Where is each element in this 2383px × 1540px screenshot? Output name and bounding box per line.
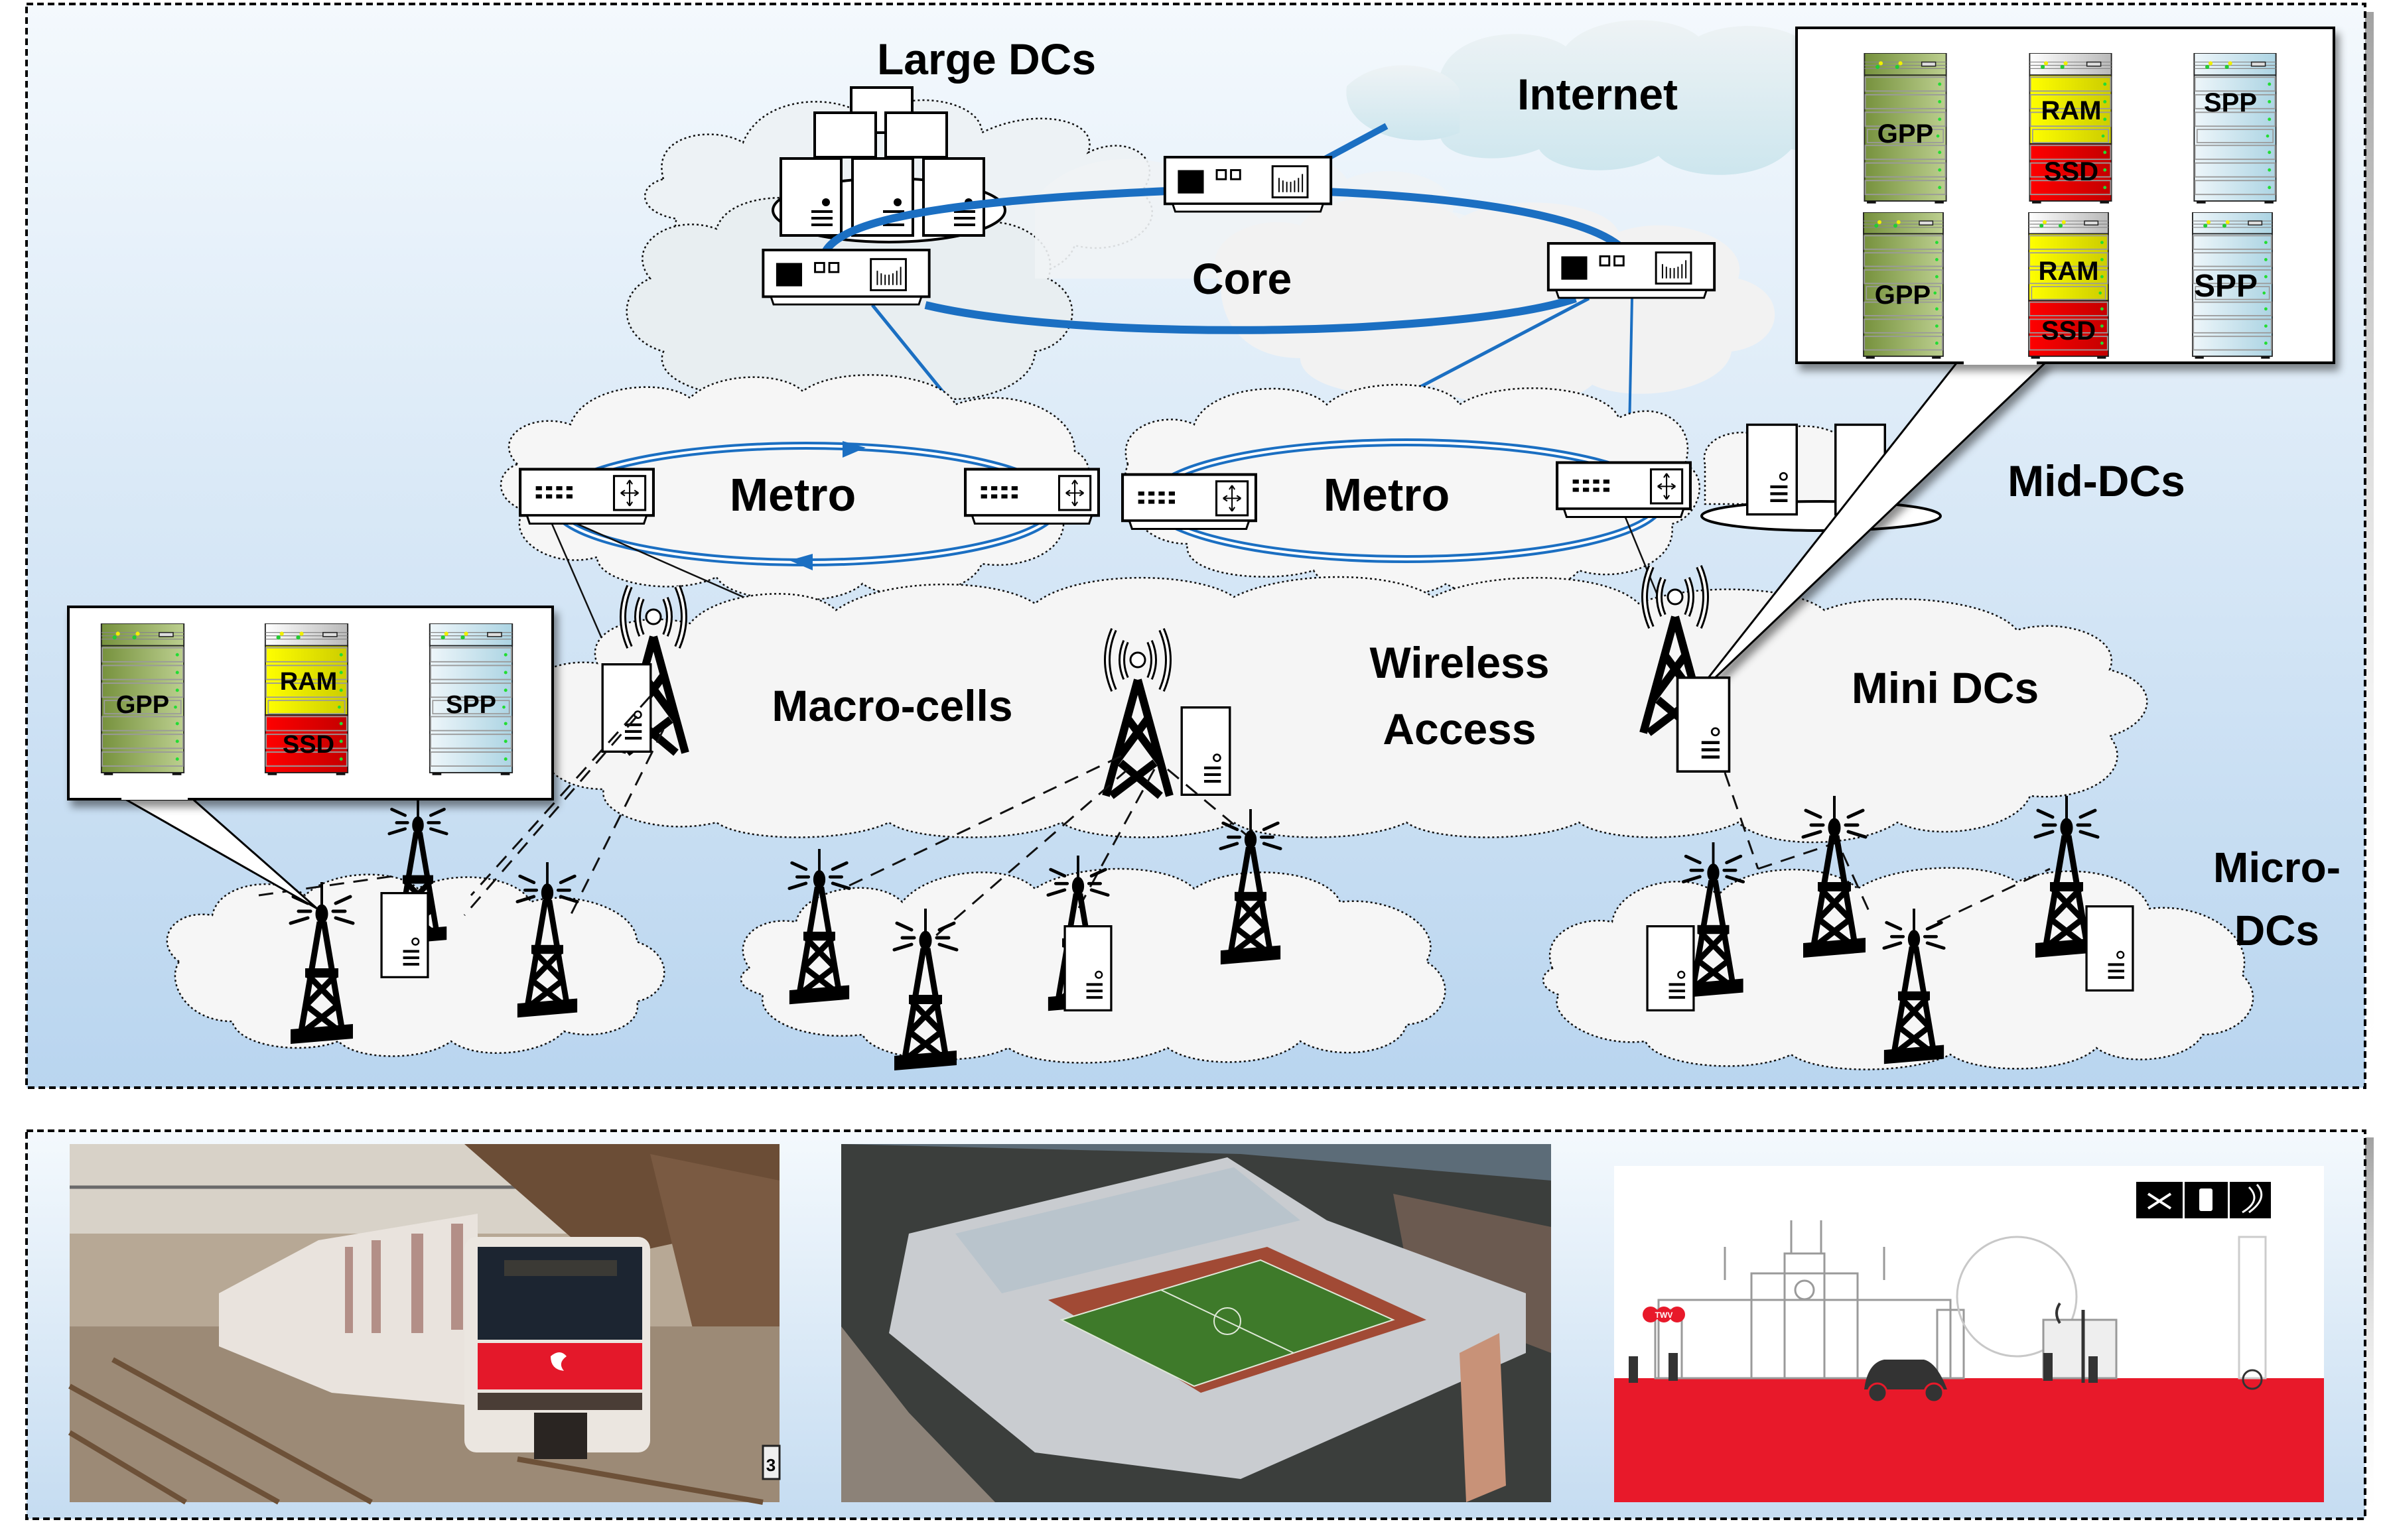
access-label: Access bbox=[1383, 704, 1536, 753]
large-dcs-label: Large DCs bbox=[877, 34, 1096, 84]
legend-rack-ram-ssd: RAM SSD bbox=[265, 623, 348, 775]
micro-dc-server bbox=[381, 893, 428, 978]
core-router bbox=[762, 249, 931, 306]
rack-label-ram: RAM bbox=[280, 668, 338, 696]
mid-dc-resource-legend: GPP RAM SSD SPP GPP RAM SSD SPP bbox=[1795, 27, 2335, 365]
large-dc-cluster bbox=[772, 86, 1006, 243]
metro-router bbox=[965, 469, 1099, 523]
legend-rack-gpp: GPP bbox=[102, 623, 184, 775]
legend-rack-spp: SPP bbox=[430, 623, 512, 775]
mini-dc-server bbox=[1678, 678, 1730, 771]
rack-label-gpp: GPP bbox=[1875, 281, 1931, 310]
rack-label-spp: SPP bbox=[446, 691, 496, 719]
legend-rack-spp: SPP bbox=[2193, 212, 2272, 359]
rack-label-spp: SPP bbox=[2194, 269, 2258, 304]
train-photo: 3 bbox=[68, 1144, 781, 1505]
large-dc-server-icon bbox=[780, 157, 843, 237]
stadium-photo bbox=[841, 1144, 1551, 1502]
legend-rack-gpp: GPP bbox=[1864, 212, 1943, 359]
macro-cell-server bbox=[602, 665, 651, 752]
core-router bbox=[1163, 156, 1333, 214]
smart-city-icons bbox=[2136, 1182, 2271, 1218]
internet-cloud bbox=[1346, 20, 1866, 175]
smart-city-pedestrians bbox=[1629, 1353, 2263, 1390]
mini-dc-resource-legend: GPP RAM SSD SPP bbox=[67, 606, 554, 910]
large-dc-server-icon bbox=[922, 157, 985, 237]
smart-city-car bbox=[1864, 1360, 1947, 1403]
micro-dcs-label-line2: DCs bbox=[2234, 907, 2319, 954]
smart-city-logo-badge: TWV bbox=[1643, 1307, 1685, 1322]
rack-label-gpp: GPP bbox=[1877, 119, 1933, 149]
rack-label-spp: SPP bbox=[2204, 88, 2257, 117]
twv-logo-text: TWV bbox=[1655, 1311, 1673, 1320]
macro-cell-server bbox=[1182, 708, 1230, 795]
ring-direction-arrow bbox=[789, 554, 813, 570]
internet-label: Internet bbox=[1517, 70, 1678, 119]
metro-router bbox=[520, 469, 653, 523]
large-dc-server bbox=[884, 111, 948, 159]
ring-direction-arrow bbox=[843, 441, 866, 458]
micro-dcs-label-line1: Micro- bbox=[2213, 844, 2341, 891]
train-operator-logo bbox=[551, 1352, 567, 1371]
core-router bbox=[1546, 242, 1716, 300]
smart-city-illustration: TWV bbox=[1614, 1166, 2324, 1502]
micro-dc-server bbox=[1647, 927, 1694, 1011]
legend-rack-gpp: GPP bbox=[1864, 53, 1946, 204]
metro-router bbox=[1557, 462, 1690, 517]
metro-left-label: Metro bbox=[730, 469, 856, 521]
rack-label-ssd: SSD bbox=[283, 731, 334, 759]
metro-right-label: Metro bbox=[1324, 469, 1450, 521]
wireless-label: Wireless bbox=[1370, 638, 1550, 687]
platform-number-sign: 3 bbox=[766, 1455, 776, 1475]
core-label: Core bbox=[1192, 254, 1292, 303]
rack-label-ssd: SSD bbox=[2044, 157, 2098, 186]
rack-label-ram: RAM bbox=[2041, 96, 2101, 125]
metro-router bbox=[1123, 474, 1256, 529]
rack-label-ram: RAM bbox=[2038, 257, 2098, 286]
metro-cloud-left bbox=[500, 374, 1091, 602]
mid-dc-server bbox=[1747, 424, 1797, 514]
mid-dc-platform bbox=[1700, 500, 1942, 532]
micro-dc-server bbox=[1065, 927, 1111, 1011]
legend-rack-ram-ssd: RAM SSD bbox=[2029, 53, 2111, 204]
mid-dcs-label: Mid-DCs bbox=[2008, 456, 2185, 505]
legend-rack-ram-ssd: RAM SSD bbox=[2029, 212, 2108, 359]
macro-cells-label: Macro-cells bbox=[772, 681, 1012, 730]
rack-label-gpp: GPP bbox=[116, 691, 169, 719]
mini-dcs-label: Mini DCs bbox=[1852, 663, 2039, 712]
large-dc-server bbox=[813, 111, 877, 159]
rack-label-ssd: SSD bbox=[2041, 316, 2096, 346]
legend-rack-spp: SPP bbox=[2194, 53, 2276, 204]
micro-dc-server bbox=[2086, 907, 2133, 991]
